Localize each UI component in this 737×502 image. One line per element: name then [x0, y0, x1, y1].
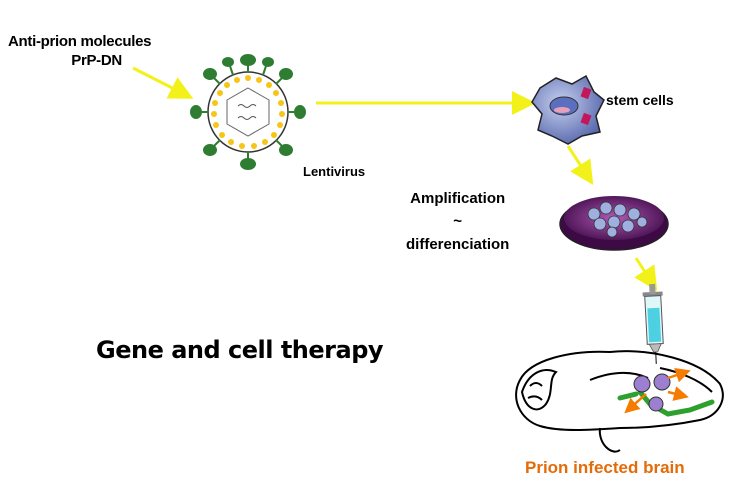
brain-green-tract-2: [617, 391, 639, 401]
stem-cells-label: stem cells: [606, 92, 674, 108]
brain-green-tract: [637, 389, 715, 417]
arrow-dish-to-syringe: [634, 257, 658, 292]
anti-prion-line1: Anti-prion molecules: [8, 33, 152, 50]
stem-cell-icon: [531, 74, 605, 145]
amplification-text: Amplification: [410, 190, 506, 207]
anti-prion-label: Anti-prion molecules PrP-DN: [8, 32, 151, 70]
infected-brain-label: Prion infected brain: [525, 458, 685, 477]
therapy-title: Gene and cell therapy: [96, 336, 384, 364]
lentivirus-label: Lentivirus: [303, 164, 366, 179]
injected-cells: [633, 373, 671, 412]
amplification-label: Amplification ~ differenciation: [406, 187, 509, 256]
arrow-cells-to-dish: [566, 145, 594, 186]
syringe-icon: [642, 283, 664, 364]
tilde-text: ~: [453, 213, 463, 230]
petri-dish-icon: [559, 196, 669, 251]
arrow-to-virus: [132, 66, 194, 99]
differenciation-text: differenciation: [406, 236, 510, 253]
anti-prion-line2: PrP-DN: [71, 52, 122, 69]
brain-icon: [515, 350, 724, 453]
lentivirus-icon: [190, 54, 306, 170]
